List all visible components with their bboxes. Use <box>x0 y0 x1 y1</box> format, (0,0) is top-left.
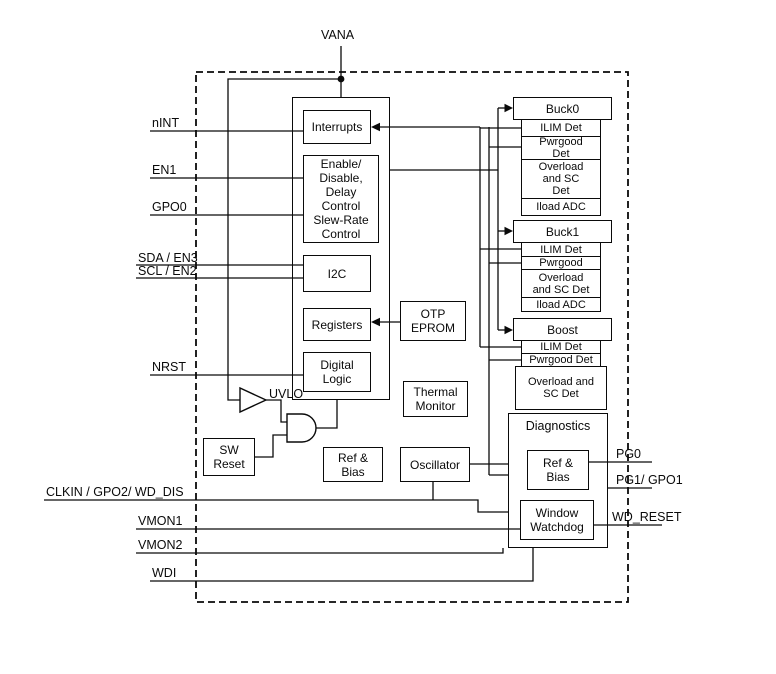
window-watchdog-box: Window Watchdog <box>520 500 594 540</box>
registers-box: Registers <box>303 308 371 341</box>
wire-uvlo-out <box>266 399 287 423</box>
pin-label-nint: nINT <box>152 116 180 130</box>
ref-bias-box: Ref & Bias <box>323 447 383 482</box>
pin-label-pg1-gpo1: PG1/ GPO1 <box>616 473 683 487</box>
arrowhead-into-interrupts <box>371 122 380 132</box>
buck1-header-box: Buck1 <box>513 220 612 243</box>
buck0-iload-adc-box: Iload ADC <box>521 198 601 216</box>
oscillator-box: Oscillator <box>400 447 470 482</box>
uvlo-buffer-gate <box>239 386 268 414</box>
wire-vmon2 <box>136 548 504 554</box>
pin-label-sda-en3: SDA / EN3 <box>138 251 198 265</box>
wire-and-out <box>316 400 338 429</box>
arrowhead-into-boost <box>504 325 513 335</box>
buck0-ilim-det-box: ILIM Det <box>521 119 601 137</box>
pin-label-vana: VANA <box>321 28 355 42</box>
buck0-header-box: Buck0 <box>513 97 612 120</box>
interrupts-box: Interrupts <box>303 110 371 144</box>
buck1-pwrgood-box: Pwrgood <box>521 256 601 270</box>
thermal-monitor-box: Thermal Monitor <box>403 381 468 417</box>
buck1-overload-sc-det-box: Overload and SC Det <box>521 269 601 298</box>
pin-label-vmon2: VMON2 <box>138 538 183 552</box>
chip-boundary <box>195 71 629 603</box>
and-gate <box>286 413 317 443</box>
sw-reset-box: SW Reset <box>203 438 255 476</box>
pin-label-en1: EN1 <box>152 163 177 177</box>
buck0-pwrgood-det-box: Pwrgood Det <box>521 136 601 160</box>
arrowhead-into-registers <box>371 317 380 327</box>
pin-label-vmon1: VMON1 <box>138 514 183 528</box>
boost-ilim-det-box: ILIM Det <box>521 340 601 354</box>
diagnostics-title: Diagnostics <box>525 419 591 433</box>
uvlo-label: UVLO <box>269 387 304 401</box>
buck1-iload-adc-box: Iload ADC <box>521 297 601 312</box>
wire-clkin <box>44 499 508 513</box>
buck1-ilim-det-box: ILIM Det <box>521 242 601 257</box>
digital-logic-box: Digital Logic <box>303 352 371 392</box>
i2c-box: I2C <box>303 255 371 292</box>
wire-swreset-out <box>255 434 287 458</box>
enable-control-box: Enable/ Disable, Delay Control Slew-Rate… <box>303 155 379 243</box>
pin-label-wd-reset: WD_RESET <box>612 510 682 524</box>
boost-overload-sc-det-box: Overload and SC Det <box>515 366 607 410</box>
wire-wdi <box>150 548 534 582</box>
pin-label-nrst: NRST <box>152 360 187 374</box>
pin-label-gpo0: GPO0 <box>152 200 187 214</box>
arrowhead-into-buck0 <box>504 103 513 113</box>
boost-pwrgood-det-box: Pwrgood Det <box>521 353 601 367</box>
pin-label-scl-en2: SCL / EN2 <box>138 264 197 278</box>
boost-header-box: Boost <box>513 318 612 341</box>
vana-junction-dot <box>337 75 345 83</box>
diagnostics-ref-bias-box: Ref & Bias <box>527 450 589 490</box>
arrowhead-into-buck1 <box>504 226 513 236</box>
diagnostics-box <box>508 413 608 548</box>
pin-label-clkin-gpo2-wddis: CLKIN / GPO2/ WD_DIS <box>46 485 184 499</box>
buck0-overload-sc-det-box: Overload and SC Det <box>521 159 601 199</box>
wire-vana-to-uvlo <box>227 78 341 401</box>
pin-label-pg0: PG0 <box>616 447 642 461</box>
pin-label-wdi: WDI <box>152 566 177 580</box>
otp-eprom-box: OTP EPROM <box>400 301 466 341</box>
digital-core-box <box>292 97 390 400</box>
